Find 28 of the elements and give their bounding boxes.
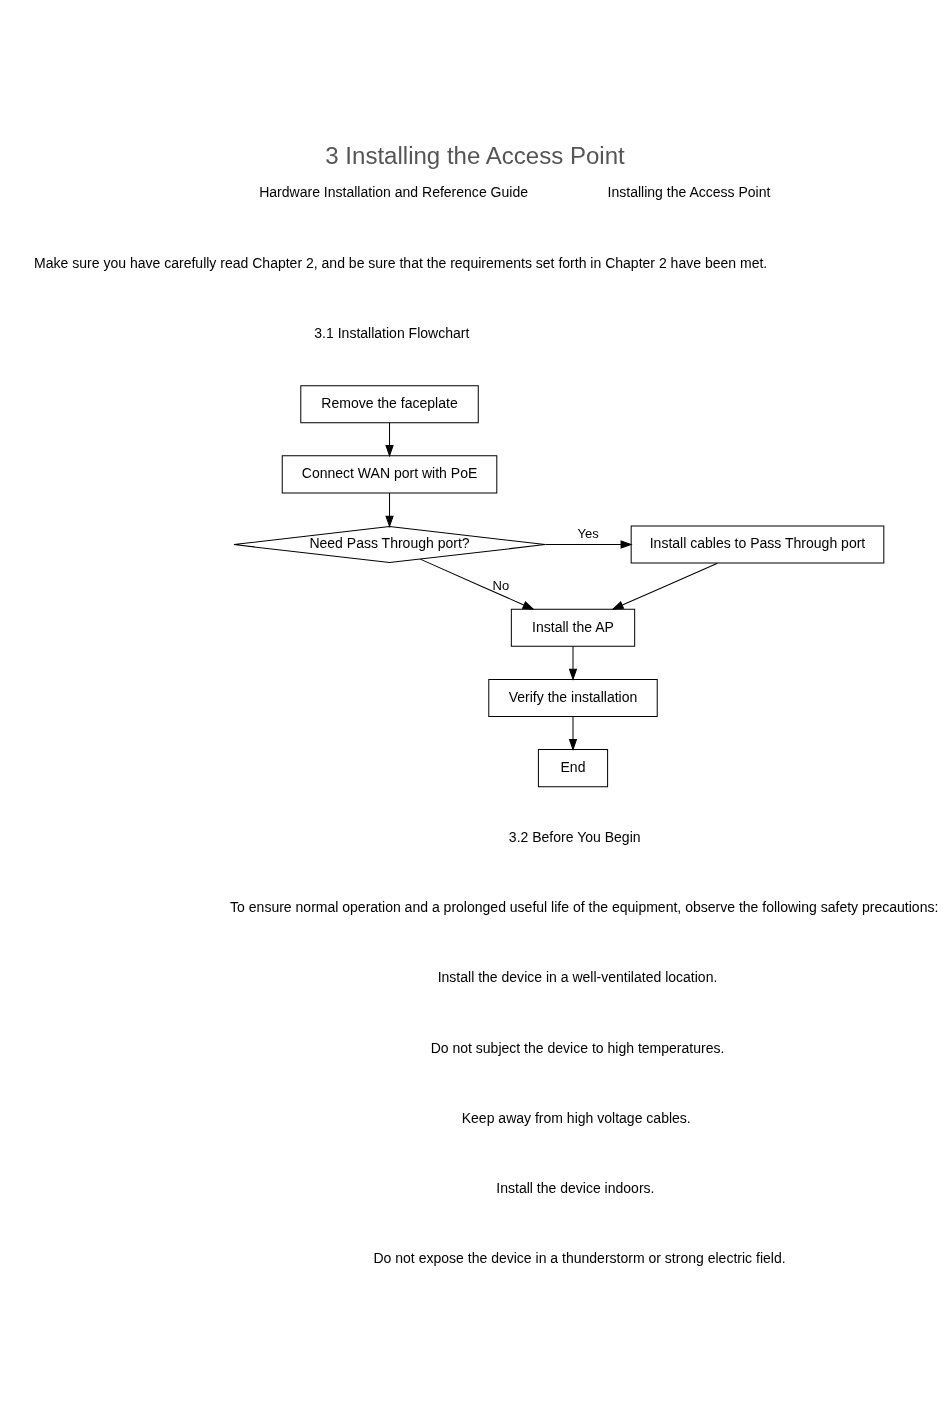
arrow: [569, 716, 577, 750]
node-box: Install the AP: [510, 608, 636, 647]
label: Install the device in a well-ventilated location.: [437, 969, 718, 986]
node-box: Verify the installation: [488, 678, 658, 717]
label: To ensure normal operation and a prolonged useful life of the equipment, observe the following safety precautions:: [230, 899, 939, 916]
node-box: Remove the faceplate: [300, 385, 479, 424]
node-box: Connect WAN port with PoE: [281, 455, 498, 494]
edge-label: No: [492, 577, 510, 593]
label: Hardware Installation and Reference Guide: [259, 184, 528, 201]
label: Make sure you have carefully read Chapter 2, and be sure that the requirements set forth in Chapter 2 have been met.: [34, 254, 768, 271]
arrow: [385, 422, 394, 457]
arrow: [544, 540, 632, 549]
arrow: [385, 492, 394, 527]
node-box: End: [537, 749, 609, 788]
arrow: [612, 562, 718, 610]
label: Keep away from high voltage cables.: [461, 1109, 691, 1126]
label: Do not expose the device in a thunderstorm or strong electric field.: [373, 1250, 786, 1267]
label: Install the device indoors.: [496, 1179, 655, 1196]
edge-label: Yes: [577, 525, 599, 541]
arrow: [419, 558, 534, 610]
label: Installing the Access Point: [607, 184, 771, 201]
node-box: Install cables to Pass Through port: [630, 525, 885, 564]
label: 3.2 Before You Begin: [508, 829, 641, 846]
label: 3.1 Installation Flowchart: [314, 324, 470, 341]
diagram-title: 3 Installing the Access Point: [325, 142, 625, 170]
label: Do not subject the device to high temperatures.: [430, 1039, 725, 1056]
node-diamond: Need Pass Through port?: [233, 526, 546, 564]
arrow: [569, 645, 577, 680]
